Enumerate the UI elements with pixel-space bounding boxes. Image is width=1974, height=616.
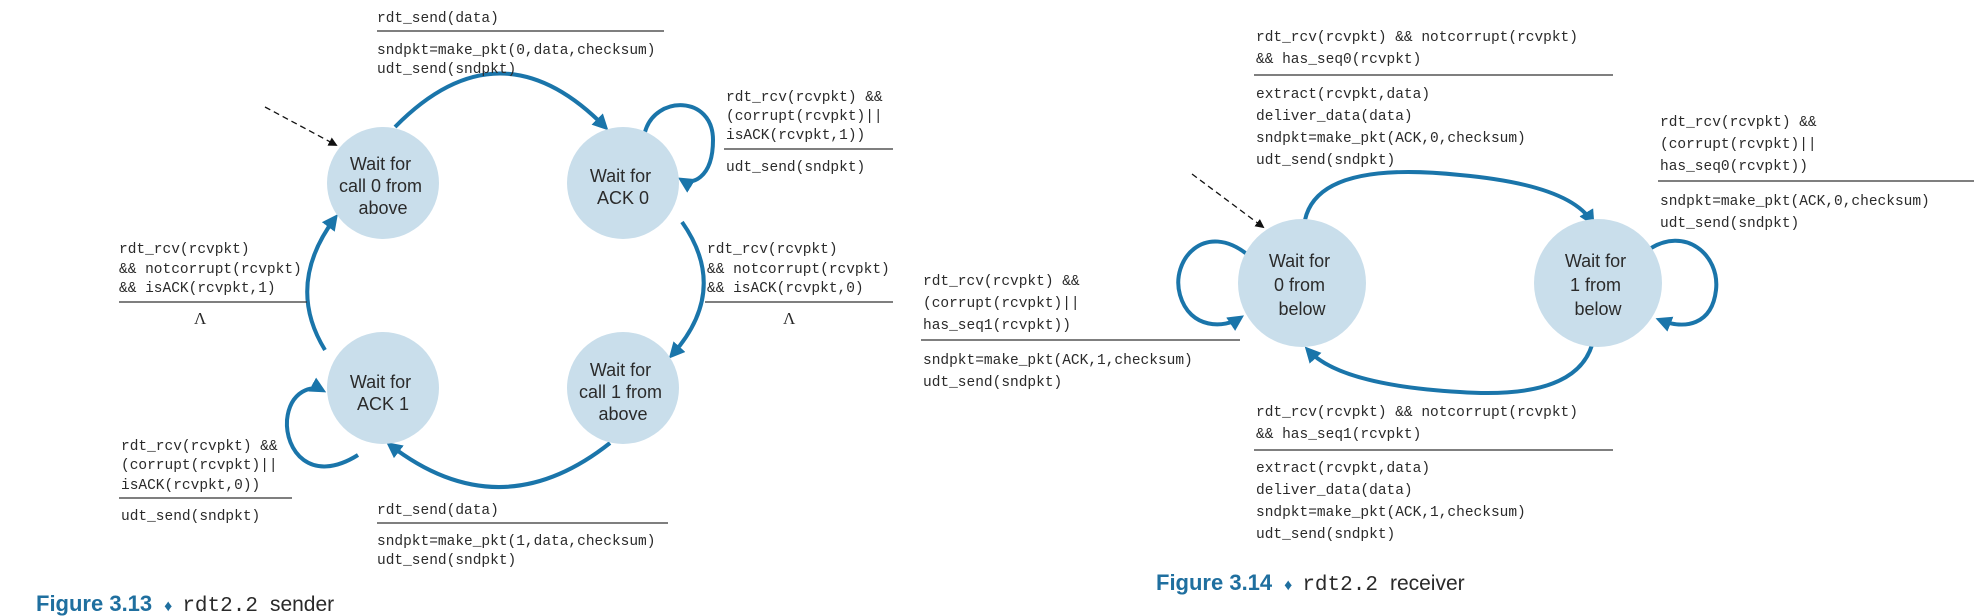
svg-text:sndpkt=make_pkt(ACK,1,checksum: sndpkt=make_pkt(ACK,1,checksum) xyxy=(923,353,1193,369)
svg-text:udt_send(sndpkt): udt_send(sndpkt) xyxy=(121,509,260,525)
svg-text:deliver_data(data): deliver_data(data) xyxy=(1256,483,1413,499)
state-label: Wait for ACK 0 xyxy=(590,166,656,208)
transition-ack0-bad: rdt_rcv(rcvpkt) && (corrupt(rcvpkt)|| is… xyxy=(724,90,893,176)
state-wait0-from-below: Wait for 0 from below xyxy=(1238,219,1366,347)
transition-wait1-bad: rdt_rcv(rcvpkt) && (corrupt(rcvpkt)|| ha… xyxy=(1658,115,1974,232)
transition-ack0-good: rdt_rcv(rcvpkt) && notcorrupt(rcvpkt) &&… xyxy=(705,242,893,328)
svg-text:rdt_send(data): rdt_send(data) xyxy=(377,11,499,27)
svg-text:isACK(rcvpkt,0)): isACK(rcvpkt,0)) xyxy=(121,478,260,494)
svg-text:udt_send(sndpkt): udt_send(sndpkt) xyxy=(1256,153,1395,169)
svg-text:rdt_rcv(rcvpkt) &&: rdt_rcv(rcvpkt) && xyxy=(726,90,883,106)
state-label: Wait for 1 from below xyxy=(1565,251,1631,319)
svg-text:(corrupt(rcvpkt)||: (corrupt(rcvpkt)|| xyxy=(923,296,1080,312)
arc-ack0-to-call1 xyxy=(668,220,706,359)
svg-text:sndpkt=make_pkt(1,data,checksu: sndpkt=make_pkt(1,data,checksum) xyxy=(377,534,655,550)
arc-call1-to-ack1 xyxy=(386,441,612,489)
transition-ack1-bad: rdt_rcv(rcvpkt) && (corrupt(rcvpkt)|| is… xyxy=(119,439,292,525)
state-wait-call0: Wait for call 0 from above xyxy=(327,127,439,239)
svg-text:&& isACK(rcvpkt,1): && isACK(rcvpkt,1) xyxy=(119,281,276,297)
state-label: Wait for ACK 1 xyxy=(350,372,416,414)
state-label: Wait for 0 from below xyxy=(1269,251,1335,319)
transition-wait0-bad: rdt_rcv(rcvpkt) && (corrupt(rcvpkt)|| ha… xyxy=(921,274,1240,391)
selfloop-wait0 xyxy=(1176,239,1250,331)
svg-text:udt_send(sndpkt): udt_send(sndpkt) xyxy=(923,375,1062,391)
svg-text:rdt_rcv(rcvpkt): rdt_rcv(rcvpkt) xyxy=(119,242,250,258)
svg-text:sndpkt=make_pkt(ACK,1,checksum: sndpkt=make_pkt(ACK,1,checksum) xyxy=(1256,505,1526,521)
state-wait-ack1: Wait for ACK 1 xyxy=(327,332,439,444)
svg-text:Λ: Λ xyxy=(783,309,796,328)
svg-text:&& notcorrupt(rcvpkt): && notcorrupt(rcvpkt) xyxy=(707,262,890,278)
svg-text:&& isACK(rcvpkt,0): && isACK(rcvpkt,0) xyxy=(707,281,864,297)
state-label: Wait for call 0 from above xyxy=(339,154,427,218)
arc-wait1-to-wait0 xyxy=(1304,344,1594,395)
arc-ack1-to-call0 xyxy=(305,214,338,352)
initial-state-arrow xyxy=(264,106,338,146)
figure-caption-3-14: Figure 3.14 ♦ rdt2.2 receiver xyxy=(1156,570,1465,597)
svg-text:has_seq0(rcvpkt)): has_seq0(rcvpkt)) xyxy=(1660,159,1808,175)
transition-send0: rdt_send(data) sndpkt=make_pkt(0,data,ch… xyxy=(377,11,664,78)
selfloop-wait1 xyxy=(1646,238,1719,332)
arc-call0-to-ack0 xyxy=(393,71,609,131)
arc-wait0-to-wait1 xyxy=(1303,170,1595,227)
svg-text:udt_send(sndpkt): udt_send(sndpkt) xyxy=(377,553,516,569)
svg-text:&& notcorrupt(rcvpkt): && notcorrupt(rcvpkt) xyxy=(119,262,302,278)
svg-text:sndpkt=make_pkt(ACK,0,checksum: sndpkt=make_pkt(ACK,0,checksum) xyxy=(1660,194,1930,210)
svg-text:rdt_rcv(rcvpkt) && notcorrupt(: rdt_rcv(rcvpkt) && notcorrupt(rcvpkt) xyxy=(1256,405,1578,421)
svg-text:rdt_rcv(rcvpkt) &&: rdt_rcv(rcvpkt) && xyxy=(1660,115,1817,131)
state-wait-ack0: Wait for ACK 0 xyxy=(567,127,679,239)
receiver-fsm: Wait for 0 from below Wait for 1 from be… xyxy=(921,30,1974,597)
svg-text:udt_send(sndpkt): udt_send(sndpkt) xyxy=(726,160,865,176)
svg-text:rdt_rcv(rcvpkt) && notcorrupt(: rdt_rcv(rcvpkt) && notcorrupt(rcvpkt) xyxy=(1256,30,1578,46)
svg-text:isACK(rcvpkt,1)): isACK(rcvpkt,1)) xyxy=(726,128,865,144)
svg-text:(corrupt(rcvpkt)||: (corrupt(rcvpkt)|| xyxy=(121,458,278,474)
svg-text:sndpkt=make_pkt(ACK,0,checksum: sndpkt=make_pkt(ACK,0,checksum) xyxy=(1256,131,1526,147)
selfloop-ack1 xyxy=(284,377,360,469)
svg-text:(corrupt(rcvpkt)||: (corrupt(rcvpkt)|| xyxy=(1660,137,1817,153)
state-wait1-from-below: Wait for 1 from below xyxy=(1534,219,1662,347)
svg-text:&& has_seq0(rcvpkt): && has_seq0(rcvpkt) xyxy=(1256,52,1421,68)
transition-recv1-good: rdt_rcv(rcvpkt) && notcorrupt(rcvpkt) &&… xyxy=(1254,405,1613,543)
svg-text:extract(rcvpkt,data): extract(rcvpkt,data) xyxy=(1256,87,1430,103)
selfloop-ack0 xyxy=(643,103,716,193)
transition-recv0-good: rdt_rcv(rcvpkt) && notcorrupt(rcvpkt) &&… xyxy=(1254,30,1613,169)
svg-text:extract(rcvpkt,data): extract(rcvpkt,data) xyxy=(1256,461,1430,477)
state-wait-call1: Wait for call 1 from above xyxy=(567,332,679,444)
svg-text:udt_send(sndpkt): udt_send(sndpkt) xyxy=(1256,527,1395,543)
svg-text:rdt_rcv(rcvpkt) &&: rdt_rcv(rcvpkt) && xyxy=(923,274,1080,290)
svg-text:(corrupt(rcvpkt)||: (corrupt(rcvpkt)|| xyxy=(726,109,883,125)
svg-text:Λ: Λ xyxy=(194,309,207,328)
figure-caption-3-13: Figure 3.13 ♦ rdt2.2 sender xyxy=(36,591,334,616)
svg-text:sndpkt=make_pkt(0,data,checksu: sndpkt=make_pkt(0,data,checksum) xyxy=(377,43,655,59)
svg-text:udt_send(sndpkt): udt_send(sndpkt) xyxy=(1660,216,1799,232)
svg-text:rdt_rcv(rcvpkt) &&: rdt_rcv(rcvpkt) && xyxy=(121,439,278,455)
svg-text:rdt_rcv(rcvpkt): rdt_rcv(rcvpkt) xyxy=(707,242,838,258)
transition-send1: rdt_send(data) sndpkt=make_pkt(1,data,ch… xyxy=(377,503,668,569)
sender-fsm: Wait for call 0 from above Wait for ACK … xyxy=(36,11,893,616)
transition-ack1-good: rdt_rcv(rcvpkt) && notcorrupt(rcvpkt) &&… xyxy=(119,242,307,328)
svg-text:udt_send(sndpkt): udt_send(sndpkt) xyxy=(377,62,516,78)
svg-text:has_seq1(rcvpkt)): has_seq1(rcvpkt)) xyxy=(923,318,1071,334)
svg-text:rdt_send(data): rdt_send(data) xyxy=(377,503,499,519)
svg-text:deliver_data(data): deliver_data(data) xyxy=(1256,109,1413,125)
svg-text:&& has_seq1(rcvpkt): && has_seq1(rcvpkt) xyxy=(1256,427,1421,443)
state-label: Wait for call 1 from above xyxy=(579,360,667,424)
initial-state-arrow xyxy=(1191,173,1265,229)
